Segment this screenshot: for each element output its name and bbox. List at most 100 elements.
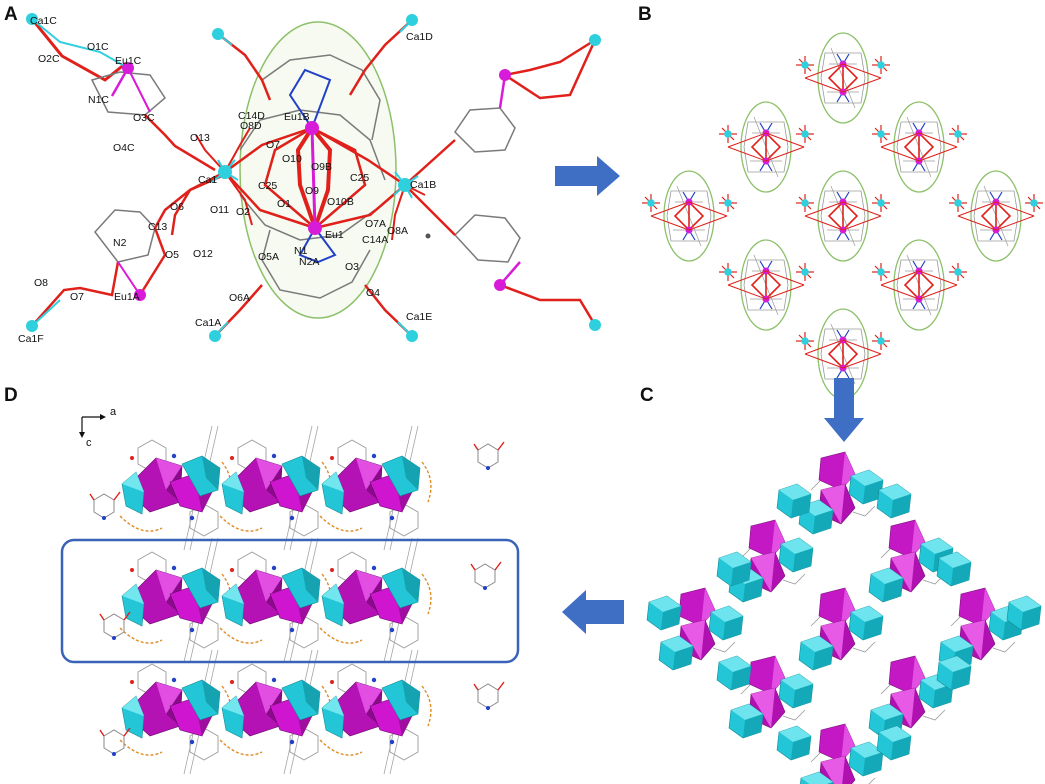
calcium-node	[949, 194, 967, 212]
calcium-node	[796, 263, 814, 281]
calcium-polyhedron	[936, 551, 972, 587]
layer-unit	[219, 649, 332, 775]
dimer-unit	[880, 239, 958, 331]
dimer-unit	[957, 170, 1035, 262]
calcium-polyhedron	[876, 725, 912, 761]
atom-label: N1	[294, 245, 308, 257]
atom-label: O5	[165, 249, 179, 261]
calcium-atom	[209, 330, 221, 342]
calcium-polyhedron	[868, 567, 904, 603]
europium-atom	[308, 221, 322, 235]
calcium-atom	[398, 178, 412, 192]
atom-label: O2C	[38, 53, 60, 65]
calcium-polyhedron	[848, 741, 884, 777]
calcium-atom	[877, 337, 885, 345]
europium-polyhedron-pair	[818, 587, 856, 661]
atom-label: O8	[34, 277, 48, 289]
calcium-atom	[724, 268, 732, 276]
atom-label: O8D	[240, 120, 262, 132]
dimer-unit	[804, 32, 882, 124]
calcium-atom	[26, 13, 38, 25]
polyhedra-network-c	[646, 451, 1042, 784]
atom-label: Ca1B	[410, 179, 436, 191]
calcium-atom	[801, 61, 809, 69]
calcium-atom	[26, 320, 38, 332]
europium-atom	[305, 121, 319, 135]
calcium-node	[872, 56, 890, 74]
atom-label: Ca1E	[406, 311, 432, 323]
axis-label-a: a	[110, 406, 117, 418]
atom-label: O6	[170, 201, 184, 213]
calcium-atom	[212, 28, 224, 40]
calcium-node	[796, 125, 814, 143]
dimer-unit	[727, 101, 805, 193]
atom-label: O10B	[327, 196, 354, 208]
calcium-atom	[218, 165, 232, 179]
layer-unit	[119, 649, 232, 775]
calcium-polyhedron	[646, 595, 682, 631]
calcium-atom	[954, 130, 962, 138]
europium-atom	[122, 62, 134, 74]
atom-label: C25	[350, 172, 369, 184]
layer-unit	[319, 649, 432, 775]
atom-label: O4	[366, 287, 380, 299]
atom-label: O12	[193, 248, 213, 260]
atom-label: O13	[190, 132, 210, 144]
terminal-ligand	[473, 681, 505, 710]
network-layer-b	[642, 32, 1043, 400]
calcium-atom	[877, 268, 885, 276]
dimer-unit	[880, 101, 958, 193]
highlight-ellipse	[239, 21, 397, 319]
atom-label: Ca1	[198, 174, 217, 186]
panel-d: D a c	[4, 385, 520, 775]
calcium-atom	[724, 130, 732, 138]
atom-label: N2	[113, 237, 127, 249]
europium-atom	[134, 289, 146, 301]
layer-unit	[219, 425, 332, 551]
europium-polyhedron-pair	[678, 587, 716, 661]
calcium-atom	[801, 268, 809, 276]
atom-label: O10	[282, 153, 302, 165]
atom-label: O7	[266, 139, 280, 151]
europium-atom	[499, 69, 511, 81]
atom-label: O2	[236, 206, 250, 218]
calcium-node	[719, 263, 737, 281]
panel-a: A	[4, 4, 601, 345]
panel-b-letter: B	[638, 4, 652, 25]
calcium-node	[872, 194, 890, 212]
calcium-polyhedron	[936, 655, 972, 691]
atom-label: O1C	[87, 41, 109, 53]
calcium-atom	[954, 268, 962, 276]
calcium-polyhedron	[798, 635, 834, 671]
axis-indicator: a c	[79, 406, 117, 449]
dimer-unit	[727, 239, 805, 331]
calcium-polyhedron	[716, 551, 752, 587]
calcium-polyhedron	[1006, 595, 1042, 631]
packing-layers-d	[89, 425, 505, 775]
calcium-atom	[647, 199, 655, 207]
calcium-node	[719, 194, 737, 212]
atom-label: O7	[70, 291, 84, 303]
calcium-node	[949, 125, 967, 143]
layer-unit	[119, 537, 232, 663]
calcium-polyhedron	[778, 537, 814, 573]
calcium-polyhedron	[658, 635, 694, 671]
atom-label: O5A	[258, 251, 279, 263]
calcium-node	[796, 194, 814, 212]
terminal-ligand	[99, 727, 131, 756]
atom-label: O1	[277, 198, 291, 210]
calcium-atom	[801, 337, 809, 345]
atoms	[26, 13, 601, 342]
terminal-ligand	[99, 611, 131, 640]
arrow-left	[562, 590, 624, 634]
arrow-right	[555, 156, 620, 196]
calcium-polyhedron	[876, 483, 912, 519]
atom-label: Ca1D	[406, 31, 433, 43]
calcium-polyhedron	[776, 483, 812, 519]
calcium-node	[719, 125, 737, 143]
calcium-atom	[589, 319, 601, 331]
calcium-atom	[724, 199, 732, 207]
atom-label: O3	[345, 261, 359, 273]
europium-atom	[494, 279, 506, 291]
atom-label: Eu1A	[114, 291, 140, 303]
